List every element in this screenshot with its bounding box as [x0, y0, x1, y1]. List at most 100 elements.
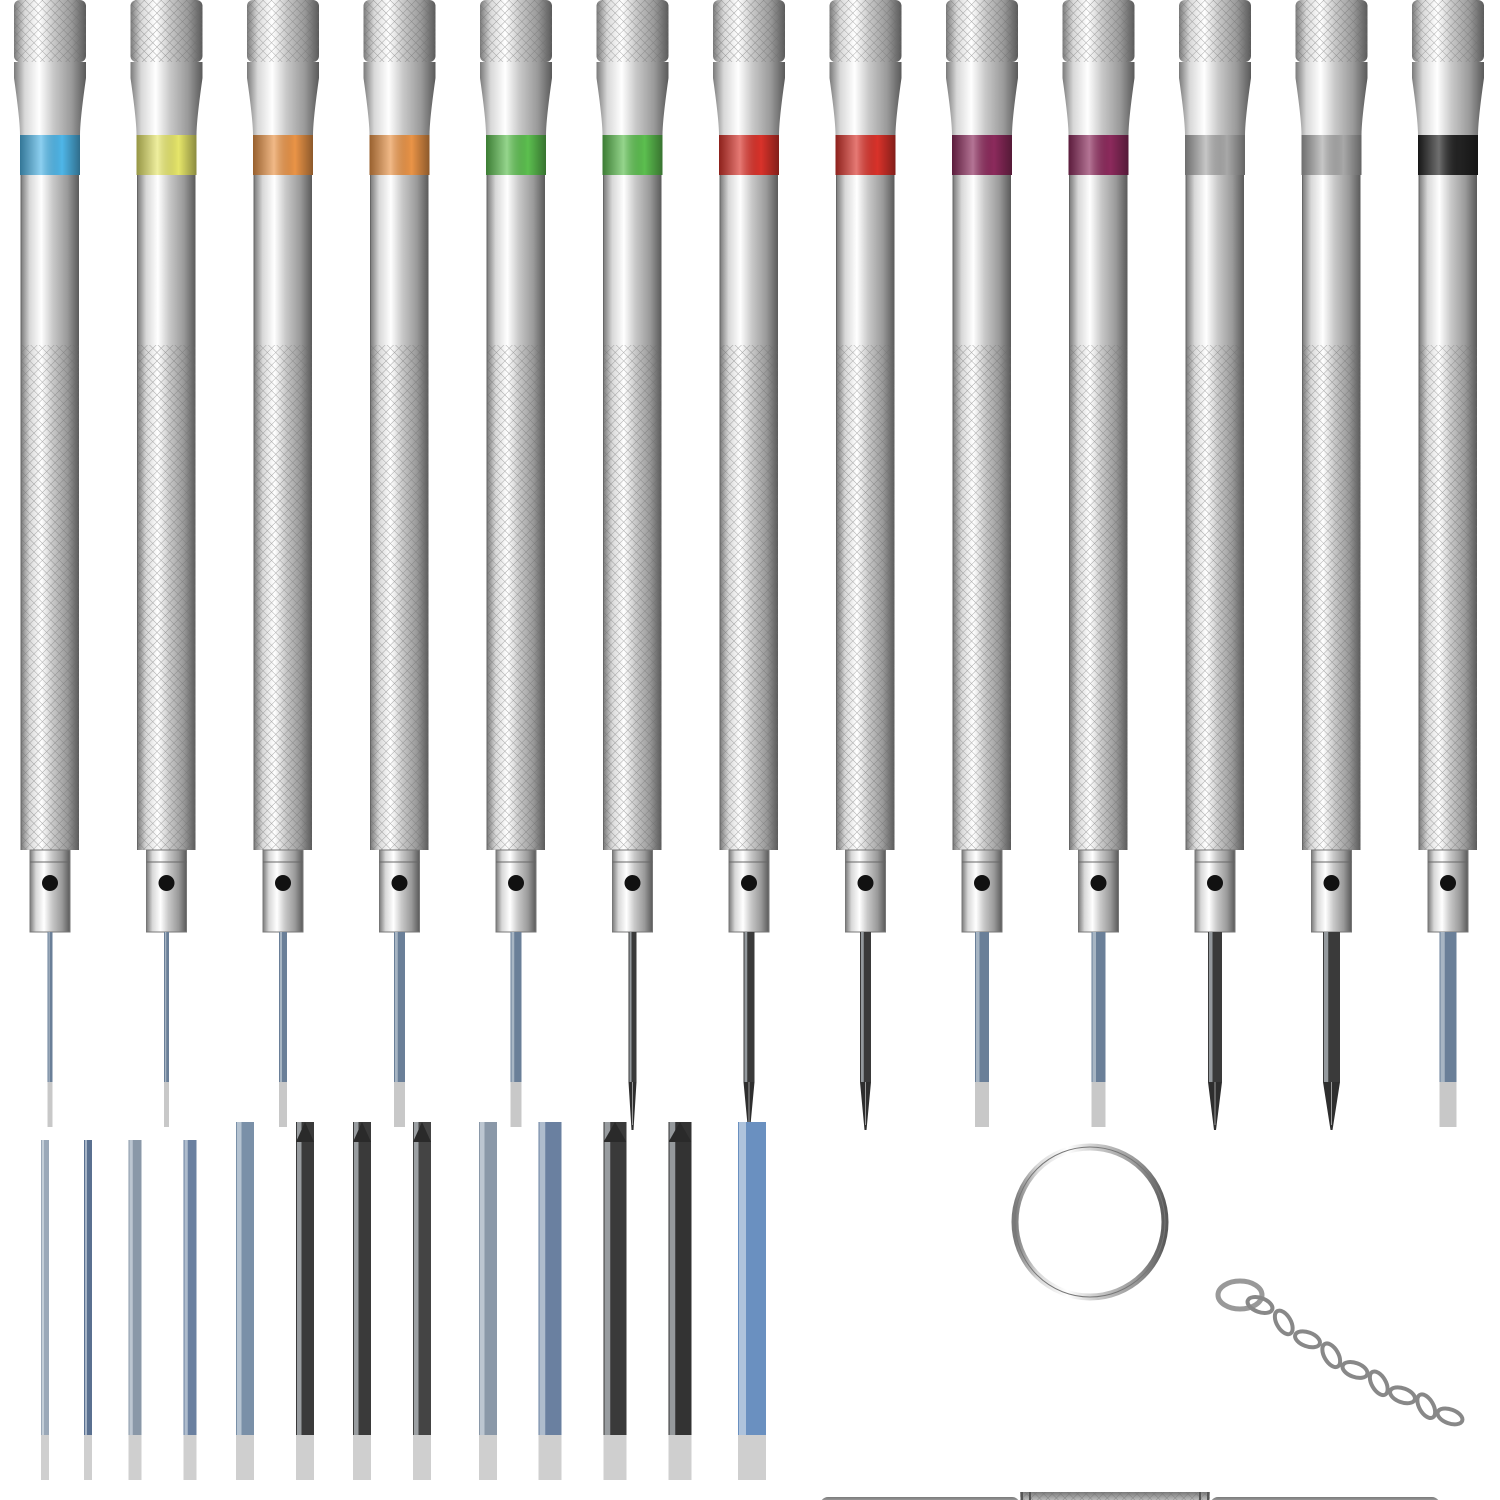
set-screw-hole	[857, 875, 874, 891]
set-screw-hole	[391, 875, 408, 891]
cap-knurl	[480, 0, 552, 62]
spare-bit	[738, 1122, 766, 1480]
neck	[1179, 62, 1251, 135]
screwdriver	[1412, 0, 1484, 1127]
flat-end	[538, 1435, 562, 1480]
band-shade	[1301, 135, 1362, 175]
band-shade	[20, 135, 80, 175]
neck	[713, 62, 785, 135]
band-shade	[602, 135, 663, 175]
neck	[1062, 62, 1135, 135]
handle-knurl	[370, 345, 429, 850]
screwdriver	[596, 0, 669, 1130]
set-screw-hole	[275, 875, 291, 891]
handle-knurl	[953, 345, 1011, 850]
band-shade	[1068, 135, 1129, 175]
tip-shaft	[510, 932, 522, 1082]
flat-end	[738, 1435, 766, 1480]
cap-knurl	[946, 0, 1018, 62]
tip-shaft	[743, 932, 755, 1082]
set-screw-hole	[1207, 875, 1223, 891]
cap-knurl	[1295, 0, 1368, 62]
phillips-end	[668, 1122, 692, 1142]
flat-tip	[164, 1082, 169, 1127]
chain-link	[1245, 1295, 1275, 1315]
tip-shaft	[394, 932, 405, 1082]
band-shade	[1185, 135, 1245, 175]
chain-link	[1415, 1392, 1438, 1420]
neck	[363, 62, 436, 135]
keyring-icon	[1011, 1143, 1169, 1301]
flat-end	[413, 1435, 431, 1480]
cap-knurl	[713, 0, 785, 62]
flat-tip	[47, 1082, 53, 1127]
neck	[480, 62, 552, 135]
neck	[1295, 62, 1368, 135]
chain-link	[1320, 1341, 1343, 1370]
spare-bit	[296, 1122, 314, 1480]
spare-bit	[236, 1122, 254, 1480]
flat-tip	[394, 1082, 405, 1127]
spare-bit	[603, 1122, 627, 1480]
tip-shaft	[164, 932, 169, 1082]
handle-knurl	[603, 345, 662, 850]
neck	[247, 62, 319, 135]
neck	[946, 62, 1018, 135]
flat-end	[183, 1435, 197, 1480]
spare-bit	[413, 1122, 431, 1480]
flat-end	[84, 1435, 92, 1480]
spare-bit	[128, 1140, 142, 1480]
bit-shaft	[41, 1140, 49, 1435]
set-screw-hole	[1440, 875, 1456, 891]
handle-knurl	[1186, 345, 1244, 850]
chain-link	[1293, 1329, 1322, 1350]
screwdriver	[480, 0, 552, 1127]
flat-end	[479, 1435, 497, 1480]
screwdriver	[1062, 0, 1135, 1127]
spare-bit	[668, 1122, 692, 1480]
neck	[14, 62, 86, 135]
handle-knurl	[1069, 345, 1128, 850]
screwdriver	[1179, 0, 1251, 1130]
band-shade	[719, 135, 779, 175]
chain-link	[1340, 1360, 1370, 1380]
cap-knurl	[1412, 0, 1484, 62]
spare-bit	[353, 1122, 371, 1480]
screwdriver	[946, 0, 1018, 1127]
chain-link	[1388, 1385, 1417, 1406]
set-screw-hole	[1090, 875, 1107, 891]
screwdriver	[713, 0, 785, 1130]
band-shade	[1418, 135, 1478, 175]
spare-bit	[479, 1122, 497, 1480]
handle-knurl	[487, 345, 545, 850]
chain-link	[1367, 1369, 1390, 1398]
tip-shaft	[47, 932, 53, 1082]
mini-body-left	[821, 1497, 1019, 1500]
phillips-end	[296, 1122, 314, 1142]
phillips-end	[413, 1122, 431, 1142]
flat-end	[668, 1435, 692, 1480]
flat-tip	[1439, 1082, 1457, 1127]
spare-bit	[538, 1122, 562, 1480]
band-shade	[835, 135, 896, 175]
cap-knurl	[247, 0, 319, 62]
cap-knurl	[596, 0, 669, 62]
bit-shaft	[84, 1140, 92, 1435]
handle-knurl	[1419, 345, 1477, 850]
phillips-end	[603, 1122, 627, 1142]
handle-knurl	[1302, 345, 1361, 850]
mini-screwdriver-icon	[821, 1492, 1439, 1500]
chain-link	[1435, 1406, 1465, 1427]
band-shade	[952, 135, 1012, 175]
flat-end	[128, 1435, 142, 1480]
cap-knurl	[1179, 0, 1251, 62]
spare-bit	[41, 1140, 49, 1480]
band-shade	[253, 135, 313, 175]
mini-body-right	[1211, 1497, 1439, 1500]
handle-knurl	[836, 345, 895, 850]
screwdriver	[14, 0, 86, 1127]
band-shade	[136, 135, 197, 175]
flat-tip	[279, 1082, 287, 1127]
set-screw-hole	[974, 875, 990, 891]
